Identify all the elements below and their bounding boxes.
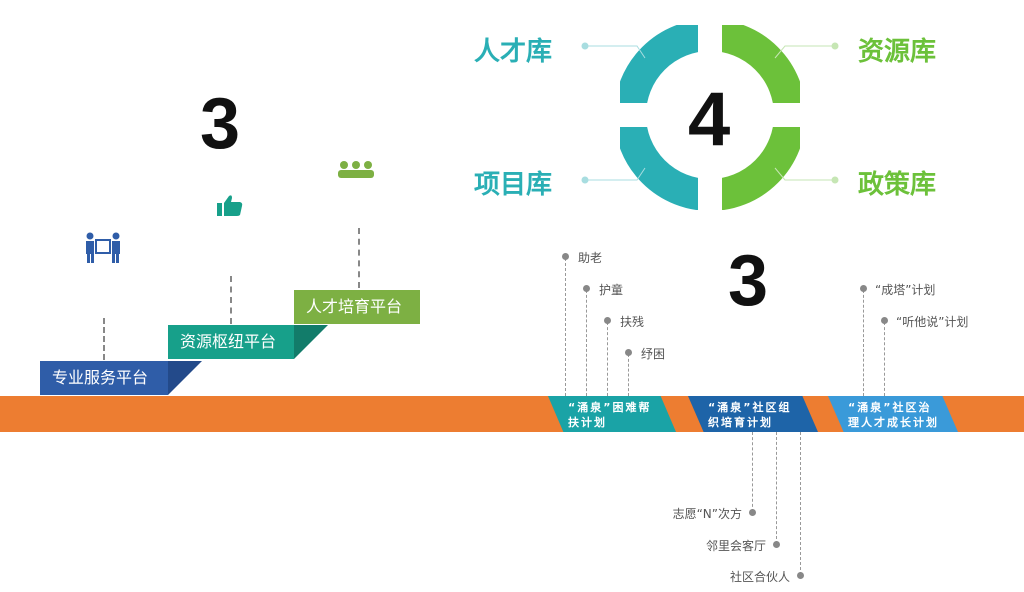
plan-community-org-cultivation: “涌泉”社区组织培育计划 [688,396,818,432]
library-connectors [581,42,839,184]
step-shadow [294,325,328,359]
connector-line [800,432,801,575]
bullet-dot [583,285,590,292]
library-resource: 资源库 [858,37,937,67]
plan-line: 理人才成长计划 [848,416,939,429]
plan2-item: 邻里会客厅 [705,539,766,553]
connector-line [776,432,777,544]
plan1-item: 扶残 [620,315,645,329]
plan-hardship-assistance: “涌泉”困难帮扶计划 [548,396,676,432]
connector-line [565,258,566,396]
thumbs-up-icon [217,195,243,216]
library-ring [620,25,800,210]
step-shadow [168,361,202,395]
platform-talent-cultivation: 人才培育平台 [294,290,420,324]
bullet-dot [604,317,611,324]
plan1-item: 护童 [599,283,624,297]
library-project: 项目库 [474,170,553,200]
connector-line [607,322,608,396]
connector-line [358,228,360,288]
plan-count: 3 [728,241,769,321]
plan-line: “涌泉”社区治 [848,401,932,414]
bullet-dot [860,285,867,292]
connector-line [230,276,232,324]
library-count: 4 [688,77,731,162]
bullet-dot [625,349,632,356]
bullet-dot [749,509,756,516]
connector-line [884,322,885,396]
bullet-dot [562,253,569,260]
plan1-item: 纾困 [641,347,666,361]
plan-governance-talent-growth: “涌泉”社区治理人才成长计划 [828,396,958,432]
platform-resource-hub: 资源枢纽平台 [168,325,294,359]
plan2-item: 社区合伙人 [729,570,790,584]
group-icon [338,161,374,178]
connector-line [103,318,105,360]
people-carrying-box-icon [86,232,120,263]
bullet-dot [881,317,888,324]
library-policy: 政策库 [858,170,937,200]
plan3-item: “成塔”计划 [875,283,936,297]
plan-line: 扶计划 [568,416,607,429]
connector-line [628,354,629,396]
plan2-item: 志愿“N”次方 [672,507,742,521]
plan-line: “涌泉”社区组 [708,401,792,414]
plan-line: 织培育计划 [708,416,773,429]
plan1-item: 助老 [578,251,603,265]
connector-line [752,432,753,512]
plan-line: “涌泉”困难帮 [568,401,652,414]
bullet-dot [773,541,780,548]
library-talent: 人才库 [474,37,553,67]
platform-professional-service: 专业服务平台 [40,361,168,395]
platform-count: 3 [200,84,241,164]
plan3-item: “听他说”计划 [896,315,969,329]
connector-line [863,290,864,396]
connector-line [586,290,587,396]
bullet-dot [797,572,804,579]
